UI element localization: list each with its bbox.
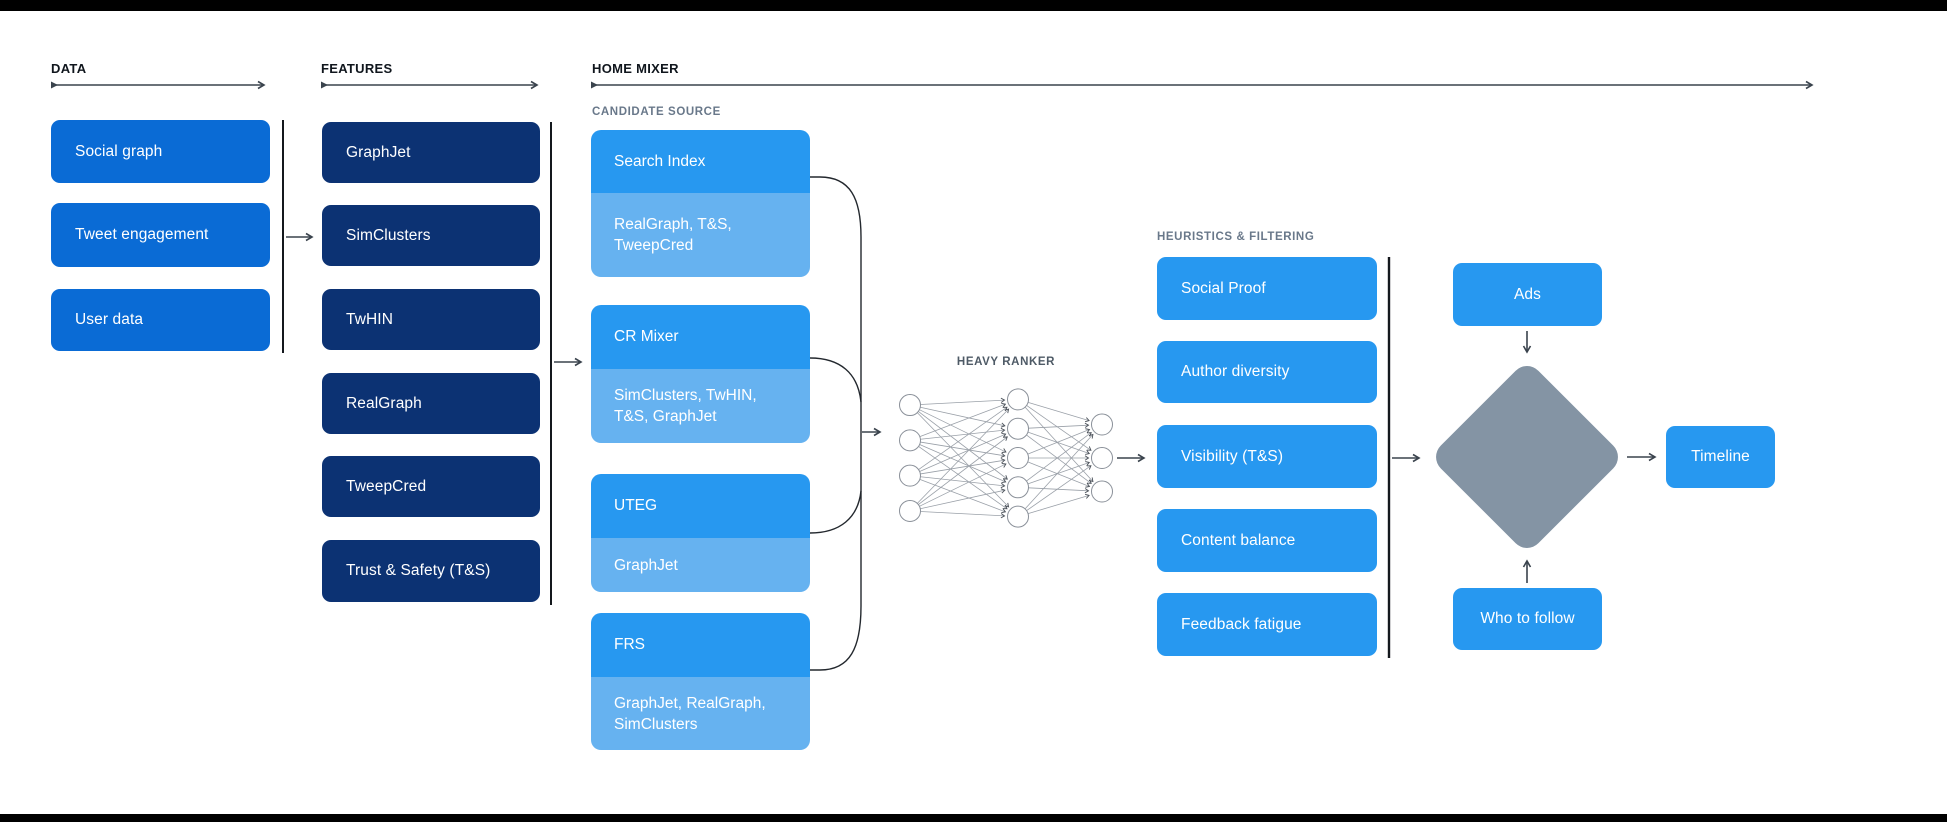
subheader-candidate-source: CANDIDATE SOURCE [592, 106, 721, 118]
data-box-tweet-engagement: Tweet engagement [51, 203, 270, 267]
bottom-letterbox-bar [0, 814, 1947, 822]
who-to-follow-box: Who to follow [1453, 588, 1602, 650]
heavy-ranker-network [899, 388, 1113, 528]
feature-box-trust-safety: Trust & Safety (T&S) [322, 540, 540, 602]
timeline-box: Timeline [1666, 426, 1775, 488]
candidate-title: Search Index [591, 130, 810, 193]
heuristic-box-author-diversity: Author diversity [1157, 341, 1377, 403]
ads-box: Ads [1453, 263, 1602, 326]
candidate-inputs: GraphJet [591, 538, 810, 592]
candidate-inputs: SimClusters, TwHIN, T&S, GraphJet [591, 369, 810, 443]
subheader-heuristics-filtering: HEURISTICS & FILTERING [1157, 231, 1315, 243]
section-header-features: FEATURES [321, 61, 393, 76]
candidate-box-uteg: UTEG GraphJet [591, 474, 810, 592]
candidate-collector-curves [809, 176, 862, 671]
feature-box-realgraph: RealGraph [322, 373, 540, 434]
candidate-inputs: RealGraph, T&S, TweepCred [591, 193, 810, 277]
section-header-data: DATA [51, 61, 87, 76]
data-box-social-graph: Social graph [51, 120, 270, 183]
feature-box-graphjet: GraphJet [322, 122, 540, 183]
candidate-inputs: GraphJet, RealGraph, SimClusters [591, 677, 810, 750]
heuristic-box-feedback-fatigue: Feedback fatigue [1157, 593, 1377, 656]
heuristic-box-visibility: Visibility (T&S) [1157, 425, 1377, 488]
candidate-box-cr-mixer: CR Mixer SimClusters, TwHIN, T&S, GraphJ… [591, 305, 810, 443]
top-letterbox-bar [0, 0, 1947, 11]
feature-box-twhin: TwHIN [322, 289, 540, 350]
candidate-box-search-index: Search Index RealGraph, T&S, TweepCred [591, 130, 810, 277]
feature-box-tweepcred: TweepCred [322, 456, 540, 517]
feature-box-simclusters: SimClusters [322, 205, 540, 266]
candidate-title: UTEG [591, 474, 810, 538]
mixing-diamond-label: Mixing [1503, 447, 1551, 464]
data-box-user-data: User data [51, 289, 270, 351]
section-header-home-mixer: HOME MIXER [592, 61, 679, 76]
heuristic-box-social-proof: Social Proof [1157, 257, 1377, 320]
subheader-heavy-ranker: HEAVY RANKER [956, 356, 1056, 368]
heuristic-box-content-balance: Content balance [1157, 509, 1377, 572]
candidate-title: CR Mixer [591, 305, 810, 369]
candidate-box-frs: FRS GraphJet, RealGraph, SimClusters [591, 613, 810, 750]
candidate-title: FRS [591, 613, 810, 677]
